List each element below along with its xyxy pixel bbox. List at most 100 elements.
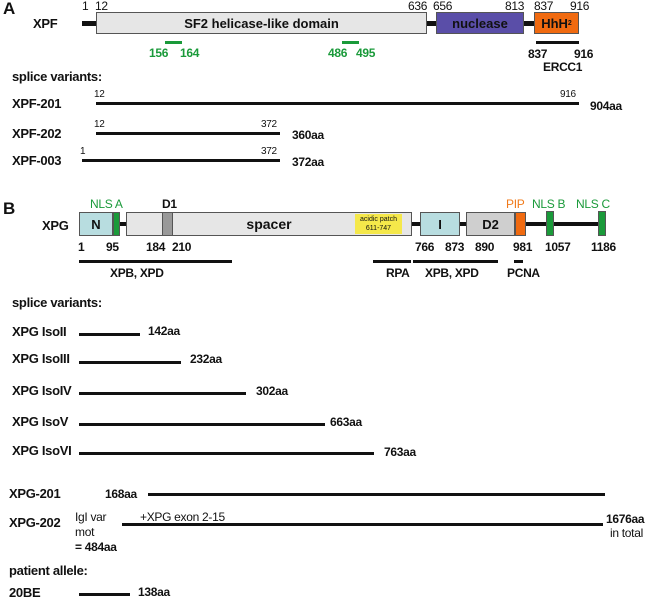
patient-line	[79, 593, 130, 596]
pip-label: PIP	[506, 197, 525, 211]
interaction-label: PCNA	[507, 266, 540, 280]
d1-box	[162, 212, 173, 236]
splice-heading: splice variants:	[12, 69, 102, 84]
n-domain: N	[79, 212, 113, 236]
isoform-length: 232aa	[190, 352, 222, 366]
pos: 95	[106, 240, 119, 254]
nls-b-box	[546, 211, 554, 236]
d1-label: D1	[162, 197, 177, 211]
variant-start: 1	[80, 146, 86, 157]
pos: 916	[570, 0, 590, 13]
xpg202-total-note: in total	[610, 526, 643, 540]
pos: 813	[505, 0, 525, 13]
variant-end: 372	[261, 146, 277, 157]
xpg202-exon: +XPG exon 2-15	[140, 510, 225, 524]
variant-end: 916	[560, 89, 576, 100]
xpg202-total: 1676aa	[606, 512, 645, 526]
acidic-range: 611-747	[365, 225, 392, 232]
isoform-name: XPG IsoIII	[12, 351, 70, 366]
xpg201-length: 168aa	[105, 487, 137, 501]
pos: 12	[95, 0, 108, 13]
hhh-text: HhH	[541, 15, 568, 31]
nuclease-domain: nuclease	[436, 12, 524, 34]
isoform-line	[79, 392, 246, 395]
motif-bar	[342, 41, 359, 44]
ercc1-label: ERCC1	[543, 60, 583, 74]
variant-name: XPF-201	[12, 96, 62, 111]
variant-length: 372aa	[292, 155, 324, 169]
xpg202-note: IgI var	[75, 510, 107, 524]
xpg-label: XPG	[42, 218, 69, 233]
variant-name: XPF-202	[12, 126, 62, 141]
isoform-length: 302aa	[256, 384, 288, 398]
isoform-name: XPG IsoVI	[12, 443, 72, 458]
isoform-name: XPG IsoIV	[12, 383, 72, 398]
ercc1-start: 837	[528, 47, 548, 61]
isoform-line	[79, 452, 374, 455]
pos: 890	[475, 240, 495, 254]
interaction-bar	[413, 260, 498, 263]
motif-pos: 495	[356, 46, 376, 60]
xpg201-name: XPG-201	[9, 486, 61, 501]
isoform-line	[79, 361, 181, 364]
variant-length: 904aa	[590, 99, 622, 113]
i-domain: I	[420, 212, 460, 236]
pos: 1186	[591, 240, 616, 254]
interaction-bar	[373, 260, 411, 263]
variant-start: 12	[94, 89, 105, 100]
isoform-name: XPG IsoII	[12, 324, 67, 339]
acidic-label: acidic patch	[360, 216, 397, 223]
xpg201-line	[148, 493, 605, 496]
d2-domain: D2	[466, 212, 515, 236]
isoform-line	[79, 423, 325, 426]
variant-line	[82, 159, 280, 162]
acidic-patch: acidic patch 611-747	[355, 214, 402, 234]
motif-pos: 156	[149, 46, 169, 60]
nls-c-box	[598, 211, 606, 236]
hhh-subscript: 2	[567, 19, 572, 27]
xpg202-note-length: = 484aa	[75, 540, 117, 554]
motif-bar	[165, 41, 182, 44]
patient-length: 138aa	[138, 585, 170, 598]
pos: 873	[445, 240, 465, 254]
ercc1-end: 916	[574, 47, 594, 61]
ercc1-bar	[536, 41, 579, 44]
patient-name: 20BE	[9, 585, 41, 598]
pos: 1057	[545, 240, 571, 254]
splice-heading: splice variants:	[12, 295, 102, 310]
nls-c-label: NLS C	[576, 197, 610, 211]
interaction-bar	[514, 260, 523, 263]
motif-pos: 164	[180, 46, 200, 60]
isoform-length: 663aa	[330, 415, 362, 429]
pip-box	[515, 212, 526, 236]
xpg202-line	[122, 523, 603, 526]
variant-length: 360aa	[292, 128, 324, 142]
nls-b-label: NLS B	[532, 197, 566, 211]
variant-line	[96, 132, 280, 135]
nls-a-label: NLS A	[90, 197, 123, 211]
pos: 184	[146, 240, 166, 254]
pos: 1	[82, 0, 89, 13]
interaction-label: XPB, XPD	[110, 266, 164, 280]
variant-start: 12	[94, 119, 105, 130]
pos: 1	[78, 240, 85, 254]
interaction-label: XPB, XPD	[425, 266, 479, 280]
xpf-label: XPF	[33, 16, 58, 31]
isoform-length: 763aa	[384, 445, 416, 459]
xpg202-note: mot	[75, 525, 95, 539]
variant-end: 372	[261, 119, 277, 130]
isoform-name: XPG IsoV	[12, 414, 69, 429]
xpg202-name: XPG-202	[9, 515, 61, 530]
helicase-domain: SF2 helicase-like domain	[96, 12, 427, 34]
pos: 766	[415, 240, 435, 254]
panel-b-label: B	[3, 199, 15, 218]
variant-line	[96, 102, 579, 105]
variant-name: XPF-003	[12, 153, 62, 168]
nls-a-box	[113, 212, 120, 236]
interaction-label: RPA	[386, 266, 410, 280]
pos: 210	[172, 240, 192, 254]
patient-heading: patient allele:	[9, 563, 88, 578]
isoform-line	[79, 333, 140, 336]
pos: 636	[408, 0, 428, 13]
